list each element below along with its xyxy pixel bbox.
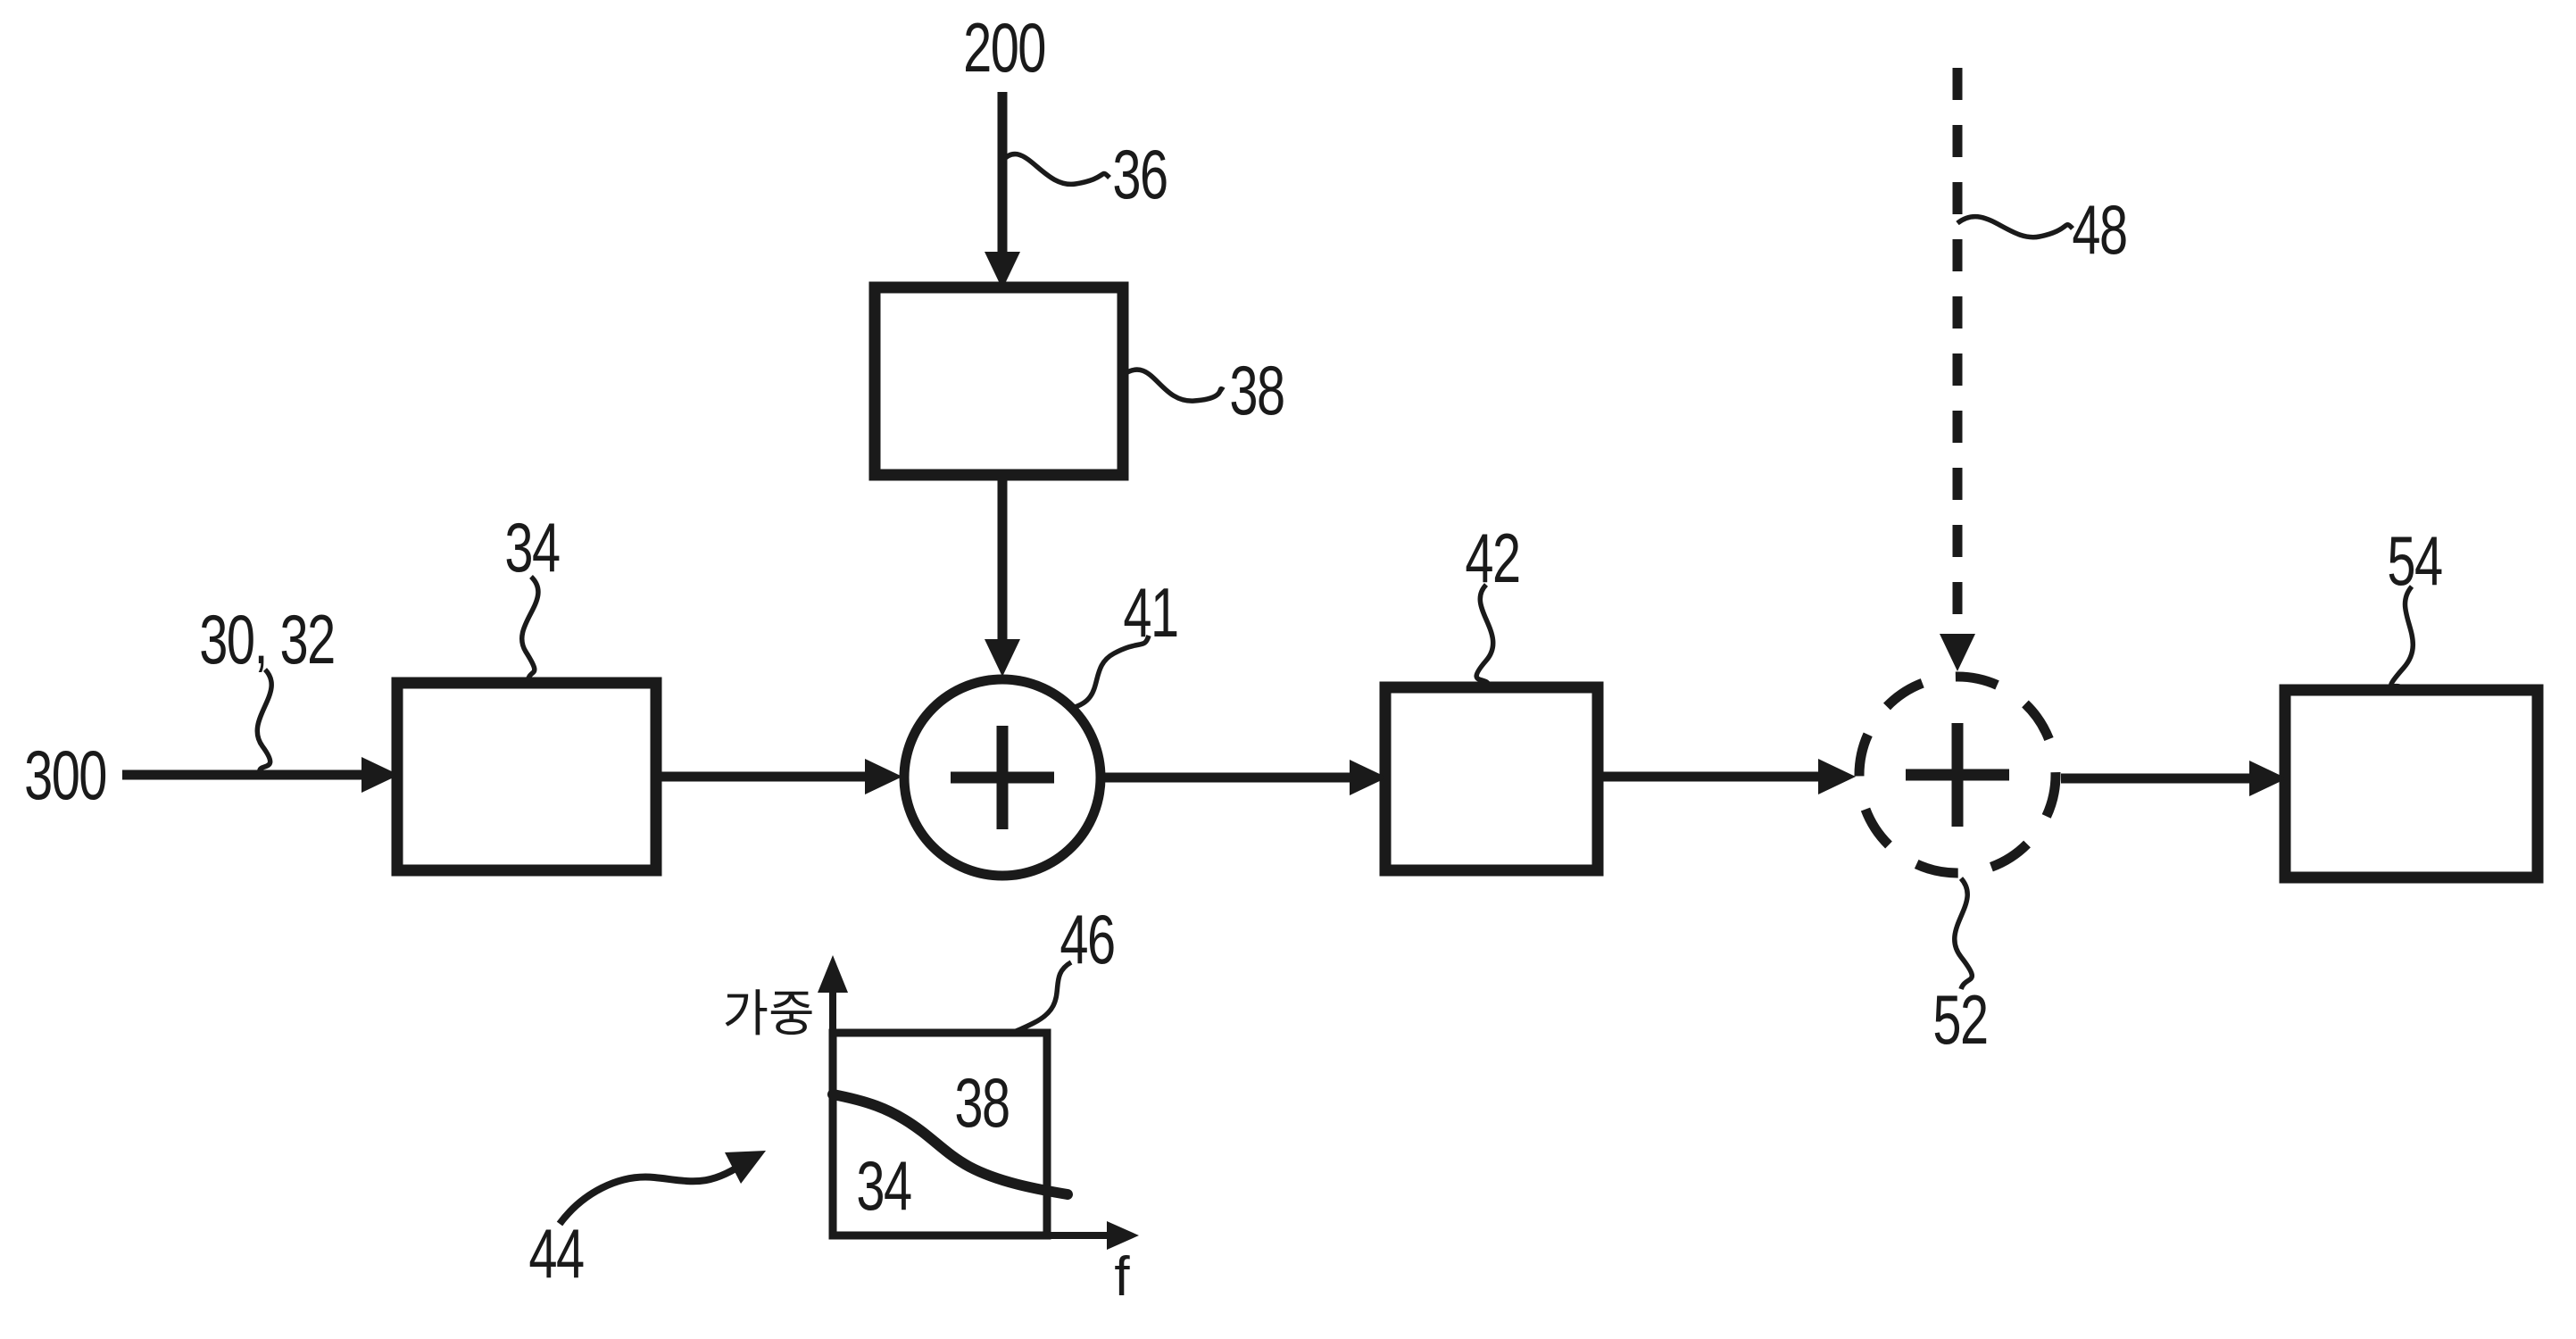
leader-42	[1474, 583, 1496, 687]
label-54: 54	[2387, 521, 2443, 600]
leader-41	[1071, 635, 1151, 711]
leader-30-32	[254, 668, 274, 773]
leader-38	[1121, 367, 1226, 403]
label-36: 36	[1112, 135, 1168, 213]
label-42: 42	[1465, 519, 1521, 597]
label-41: 41	[1123, 573, 1179, 652]
graph-label-38: 38	[954, 1063, 1010, 1142]
label-46: 46	[1059, 900, 1116, 978]
leader-34	[519, 575, 541, 682]
arrowhead-icon	[1350, 760, 1387, 795]
label-200: 200	[963, 8, 1046, 87]
label-38: 38	[1229, 351, 1285, 429]
arrowhead-icon	[1940, 634, 1975, 671]
box-34	[391, 677, 662, 877]
pointer-arrow-44	[556, 1157, 751, 1227]
arrowhead-icon	[1818, 759, 1856, 794]
arrowhead-icon	[1107, 1221, 1139, 1250]
arrowhead-icon	[865, 759, 902, 794]
box-42	[1379, 681, 1604, 877]
arrowhead-icon	[818, 955, 848, 993]
label-30-32: 30, 32	[199, 600, 336, 678]
label-48: 48	[2072, 190, 2128, 269]
arrowhead-icon	[2249, 761, 2287, 796]
graph-weighting-curve	[827, 1089, 1073, 1200]
adder-circle-41	[899, 674, 1106, 881]
label-52: 52	[1932, 980, 1989, 1059]
graph-y-axis-label: 가중	[722, 986, 815, 1042]
arrowhead-icon	[725, 1151, 766, 1184]
arrowhead-icon	[361, 757, 399, 793]
leader-36	[1000, 151, 1111, 187]
graph-label-34: 34	[856, 1146, 912, 1225]
leader-48	[1956, 214, 2075, 240]
graph-window-46	[828, 1028, 1051, 1240]
box-54	[2279, 684, 2544, 884]
leader-52	[1952, 877, 1974, 991]
graph-x-axis-label: f	[1114, 1246, 1130, 1308]
leader-54	[2389, 585, 2416, 691]
arrowhead-icon	[985, 252, 1020, 289]
label-300: 300	[24, 736, 107, 814]
arrowhead-icon	[985, 639, 1020, 677]
label-44: 44	[528, 1214, 585, 1293]
box-38	[868, 281, 1129, 481]
adder-circle-52-dashed	[1854, 671, 2061, 878]
label-34: 34	[504, 508, 561, 586]
